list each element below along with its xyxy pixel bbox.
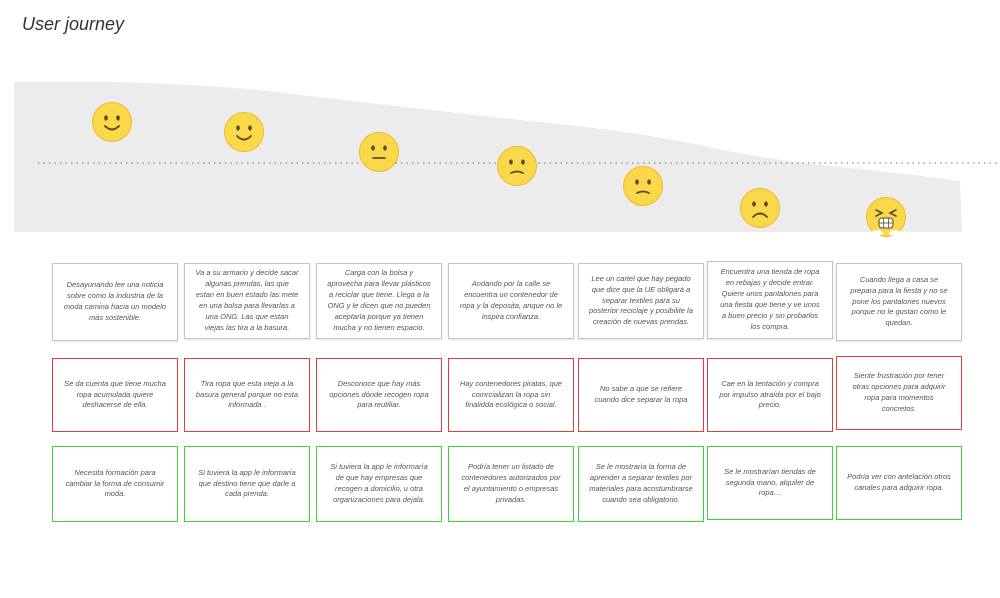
journey-step-card: Encuentra una tienda de ropa en rebajas … xyxy=(707,261,833,339)
opportunity-card: Necesita formación para cambiar la forma… xyxy=(52,446,178,522)
emotion-band xyxy=(14,81,962,232)
pain-point-card-text: Tira ropa que esta vieja a la basura gen… xyxy=(195,378,299,410)
emoji-happy-icon xyxy=(223,111,265,153)
journey-step-card-text: Va a su armario y decide sacar algunas p… xyxy=(195,268,299,332)
emoji-happy-icon xyxy=(91,101,133,143)
opportunity-card-text: Podría ver con antelación otros canales … xyxy=(847,472,951,492)
journey-step-card-text: Desayunando lee una noticia sobre como l… xyxy=(63,280,167,322)
opportunity-card-text: Si tuviera la app le informaría que dest… xyxy=(198,467,296,499)
pain-point-card: Siente frustración por tener otras opcio… xyxy=(836,356,962,430)
opportunity-card: Si tuviera la app le informaría que dest… xyxy=(184,446,310,522)
emoji-neutral-icon xyxy=(358,131,400,173)
journey-step-card: Cuando llega a casa se prepara para la f… xyxy=(836,263,962,341)
emoji-slightly-sad-icon xyxy=(496,145,538,187)
journey-step-card-text: Carga con la bolsa y aprovecha para llev… xyxy=(327,268,431,332)
emotion-curve xyxy=(14,81,1000,232)
pain-point-card-text: Hay contenedores piratas, que comrcializ… xyxy=(459,378,563,410)
opportunity-card-text: Si tuviera la app le informaría de que h… xyxy=(330,462,428,504)
opportunity-card-text: Necesita formación para cambiar la forma… xyxy=(65,467,165,499)
emoji-sad-icon xyxy=(739,187,781,229)
journey-step-card: Va a su armario y decide sacar algunas p… xyxy=(184,263,310,339)
pain-point-card: Tira ropa que esta vieja a la basura gen… xyxy=(184,358,310,432)
opportunity-card: Podría ver con antelación otros canales … xyxy=(836,446,962,520)
opportunity-card: Si tuviera la app le informaría de que h… xyxy=(316,446,442,522)
journey-step-card: Andando por la calle se encuentra un con… xyxy=(448,263,574,339)
pain-point-card-text: Cae en la tentación y compra por impulso… xyxy=(719,378,821,410)
opportunity-card: Se le mostrarían tiendas de segunda mano… xyxy=(707,446,833,520)
journey-step-card-text: Andando por la calle se encuentra un con… xyxy=(459,279,563,321)
page-title: User journey xyxy=(22,14,125,34)
pain-point-card: Desconoce que hay más opciones dónde rec… xyxy=(316,358,442,432)
opportunity-card-text: Podría tener un listado de contenedores … xyxy=(461,462,561,504)
opportunity-card: Podría tener un listado de contenedores … xyxy=(448,446,574,522)
opportunity-card: Se le mostraría la forma de aprender a s… xyxy=(578,446,704,522)
pain-point-card: Cae en la tentación y compra por impulso… xyxy=(707,358,833,432)
emoji-slightly-sad-icon xyxy=(622,165,664,207)
journey-step-card-text: Cuando llega a casa se prepara para la f… xyxy=(850,274,948,328)
pain-point-card-text: Se da cuenta que tiene mucha ropa acumul… xyxy=(64,378,166,410)
pain-point-card-text: No sabe a que se refiere cuando dice sep… xyxy=(594,384,688,404)
opportunity-card-text: Se le mostrarían tiendas de segunda mano… xyxy=(724,466,816,498)
emoji-frustrated-icon xyxy=(865,196,907,238)
journey-step-card: Lee un cartel que hay pegado que dice qu… xyxy=(578,263,704,339)
pain-point-card: Se da cuenta que tiene mucha ropa acumul… xyxy=(52,358,178,432)
pain-point-card-text: Desconoce que hay más opciones dónde rec… xyxy=(329,378,429,410)
opportunity-card-text: Se le mostraría la forma de aprender a s… xyxy=(589,462,693,504)
journey-step-card: Carga con la bolsa y aprovecha para llev… xyxy=(316,263,442,339)
journey-step-card-text: Encuentra una tienda de ropa en rebajas … xyxy=(720,267,820,331)
pain-point-card: No sabe a que se refiere cuando dice sep… xyxy=(578,358,704,432)
pain-point-card-text: Siente frustración por tener otras opcio… xyxy=(852,371,946,413)
journey-step-card: Desayunando lee una noticia sobre como l… xyxy=(52,263,178,341)
journey-step-card-text: Lee un cartel que hay pegado que dice qu… xyxy=(589,273,693,327)
pain-point-card: Hay contenedores piratas, que comrcializ… xyxy=(448,358,574,432)
